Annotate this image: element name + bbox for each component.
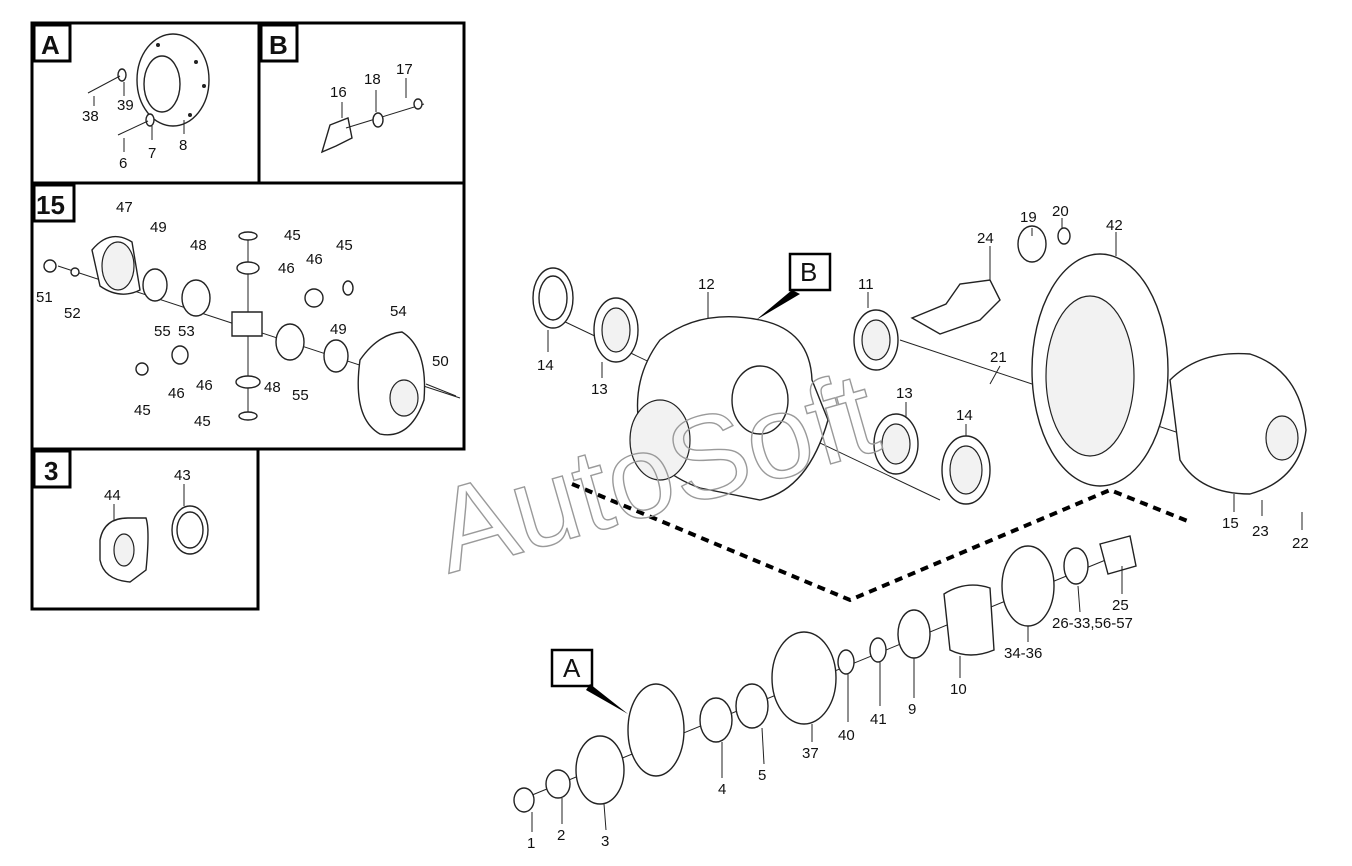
label-13-right: 13 [896,385,913,402]
label-14-left: 14 [537,357,554,374]
svg-text:18: 18 [364,71,381,88]
callout-b-letter: B [800,257,817,287]
svg-text:55: 55 [292,387,309,404]
label-1: 1 [527,835,535,852]
label-13-left: 13 [591,381,608,398]
callout-b: B [756,252,832,320]
label-21: 21 [990,349,1007,366]
label-15: 15 [1222,515,1239,532]
callout-a: A [550,648,628,714]
main-assembly [513,218,1307,832]
inset-15-drawing: 47 49 48 45 46 46 45 51 52 55 53 49 54 5… [36,199,461,436]
label-4: 4 [718,781,726,798]
label-42: 42 [1106,217,1123,234]
svg-text:8: 8 [179,137,187,154]
label-40: 40 [838,727,855,744]
svg-text:51: 51 [36,289,53,306]
label-34-36: 34-36 [1004,645,1042,662]
label-5: 5 [758,767,766,784]
label-19: 19 [1020,209,1037,226]
inset-15-badge: 15 [32,183,76,223]
label-11: 11 [858,276,874,293]
inset-b-badge: B [259,23,299,63]
svg-text:6: 6 [119,155,127,172]
label-9: 9 [908,701,916,718]
label-22: 22 [1292,535,1309,552]
svg-text:48: 48 [264,379,281,396]
label-2: 2 [557,827,565,844]
label-26-33-56-57: 26-33,56-57 [1052,615,1133,632]
svg-text:50: 50 [432,353,449,370]
svg-text:46: 46 [306,251,323,268]
label-20: 20 [1052,203,1069,220]
svg-text:38: 38 [82,108,99,125]
label-23: 23 [1252,523,1269,540]
label-24: 24 [977,230,994,247]
label-12: 12 [698,276,715,293]
svg-text:48: 48 [190,237,207,254]
svg-text:46: 46 [278,260,295,277]
svg-text:7: 7 [148,145,156,162]
svg-text:54: 54 [390,303,407,320]
inset-15-number: 15 [36,190,65,220]
diff-case-half-right [357,331,426,436]
label-37: 37 [802,745,819,762]
svg-text:45: 45 [134,402,151,419]
inset-a-drawing: 38 39 6 7 8 [82,33,210,172]
part-labels: 14 13 12 11 24 19 20 42 21 13 14 15 23 2… [527,203,1309,852]
svg-text:53: 53 [178,323,195,340]
callout-a-letter: A [563,653,581,683]
inset-3-number: 3 [44,456,58,486]
svg-text:49: 49 [150,219,167,236]
label-10: 10 [950,681,967,698]
svg-text:17: 17 [396,61,413,78]
inset-3-badge: 3 [32,449,72,489]
spacer-sleeve [1099,535,1137,575]
svg-text:45: 45 [194,413,211,430]
svg-text:43: 43 [174,467,191,484]
svg-text:49: 49 [330,321,347,338]
inset-a-letter: A [41,30,60,60]
svg-text:45: 45 [284,227,301,244]
inset-b-drawing: 16 18 17 [320,61,425,154]
svg-text:45: 45 [336,237,353,254]
inset-3-drawing: 44 43 [99,467,209,583]
inset-b-letter: B [269,30,288,60]
svg-text:55: 55 [154,323,171,340]
svg-text:46: 46 [196,377,213,394]
spider [231,311,263,337]
differential-assembly [1169,352,1307,495]
inset-frame-3 [30,447,260,611]
pinion-housing [943,584,995,656]
label-25: 25 [1112,597,1129,614]
label-41: 41 [870,711,887,728]
inset-a-badge: A [32,23,72,63]
inset-frame-a [30,21,466,185]
svg-text:46: 46 [168,385,185,402]
svg-text:52: 52 [64,305,81,322]
flange-bore [143,55,181,113]
svg-text:39: 39 [117,97,134,114]
svg-text:16: 16 [330,84,347,101]
label-14-right: 14 [956,407,973,424]
svg-text:47: 47 [116,199,133,216]
svg-text:44: 44 [104,487,121,504]
label-3: 3 [601,833,609,850]
pinion [910,279,1001,335]
